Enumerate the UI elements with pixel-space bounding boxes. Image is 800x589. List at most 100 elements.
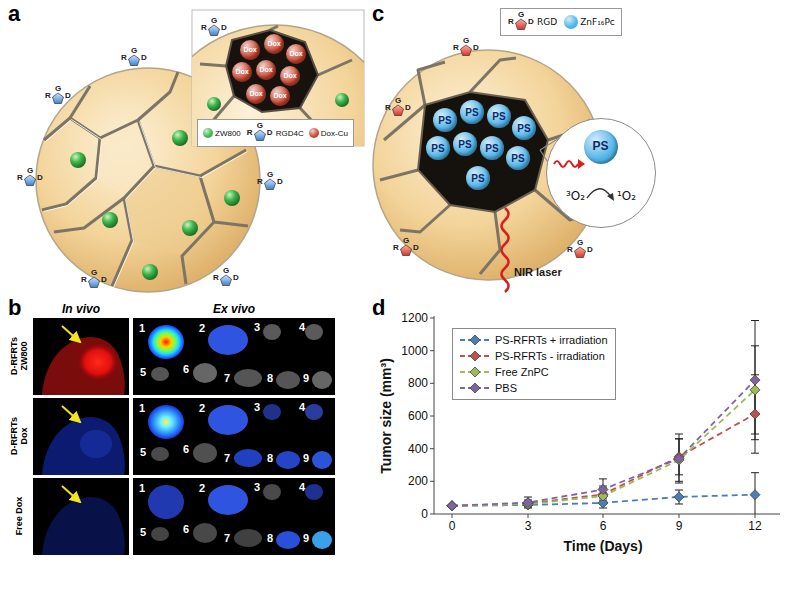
sphere-label: Dox (289, 50, 302, 58)
legend-line-sample-part (470, 335, 480, 345)
rgd-motif: RGD (246, 121, 274, 145)
motif-letter: R (121, 53, 127, 62)
rgd-motif: RGD (256, 170, 284, 194)
tick-label: 800 (408, 376, 428, 390)
tick-label: 1200 (401, 311, 428, 325)
nanocage-a-part (102, 212, 118, 228)
legend-item: PS-RFRTs - irradiation (460, 348, 608, 364)
dox-sphere: Dox (280, 66, 300, 86)
motif-letter: D (233, 273, 239, 282)
imaging-panel-part-part (305, 404, 323, 420)
organ-number: 9 (303, 532, 309, 544)
motif-letter: R (17, 173, 23, 182)
imaging-panel-part-part (76, 342, 120, 382)
imaging-panel-part-part (234, 449, 262, 467)
sphere-label: PS (517, 123, 530, 134)
rgd-motif: RGD (452, 36, 480, 60)
organ-number: 3 (254, 401, 260, 413)
legend-line-sample-part (470, 383, 480, 393)
nanocage-a-part-part (70, 86, 90, 118)
imaging-panel-part-part (133, 398, 335, 475)
pentagon (265, 179, 276, 190)
line-chart-part (452, 390, 755, 506)
imaging-panel-part-part (193, 363, 217, 383)
motif-letter: D (267, 128, 273, 137)
pentagon (89, 277, 100, 288)
line-chart-part-part (750, 409, 760, 419)
organ-number: 4 (299, 401, 305, 413)
legend-item: ZnF₁₆Pc (564, 15, 615, 29)
organ-number: 5 (140, 446, 146, 458)
ps-sphere: PS (460, 100, 484, 124)
imaging-panel-part-part (276, 451, 300, 469)
pentagon (53, 93, 64, 104)
imaging-panel-part-part (133, 318, 335, 395)
line-chart-part (447, 409, 760, 511)
organ-number: 3 (254, 321, 260, 333)
row-label: Free Dox (15, 491, 25, 541)
nanocage-a-part (172, 130, 188, 146)
molecule-label: ¹O₂ (617, 189, 636, 203)
dox-sphere: Dox (246, 84, 266, 104)
legend-item: Free ZnPC (460, 364, 608, 380)
imaging-panel-part (33, 478, 335, 555)
imaging-panel-part-part (234, 529, 262, 547)
key-box: RGDRGDZnF₁₆Pc (500, 8, 622, 36)
imaging-panel-part-part (208, 405, 248, 435)
line-chart-part (430, 316, 780, 518)
ps-sphere: PS (480, 136, 504, 160)
motif-letter: D (65, 91, 71, 100)
motif-letter: G (211, 16, 217, 25)
tick-label: 400 (408, 442, 428, 456)
legend-item: ZW800 (203, 128, 241, 138)
motif-letter: R (453, 43, 459, 52)
line-chart-part-part (434, 316, 435, 514)
sphere-label: PS (458, 139, 471, 150)
organ-number: 2 (199, 482, 205, 494)
motif-letter: R (201, 23, 207, 32)
legend-item: PBS (460, 380, 608, 396)
organ-number: 3 (254, 481, 260, 493)
legend-swatch (203, 128, 213, 138)
laser-label: NIR laser (514, 266, 562, 279)
sphere-label: PS (511, 153, 524, 164)
row-label: D-RFRTs ZW800 (10, 331, 30, 381)
sphere-label: Dox (267, 40, 280, 48)
motif-letter: D (37, 173, 43, 182)
ps-sphere: PS (466, 166, 490, 190)
organ-number: 7 (224, 372, 230, 384)
ps-sphere: PS (426, 136, 450, 160)
pentagon (393, 105, 404, 116)
legend-swatch (309, 128, 319, 138)
imaging-panel-part-part (193, 523, 217, 543)
imaging-panel-part-part (42, 417, 125, 475)
imaging-panel-part-part (80, 430, 112, 458)
tick-label: 6 (600, 519, 607, 533)
organ-number: 2 (199, 402, 205, 414)
pentagon (401, 245, 412, 256)
organ-number: 8 (267, 372, 273, 384)
line-chart-part-part (447, 501, 457, 511)
sphere-label: Dox (283, 72, 296, 80)
imaging-panel-part-part (305, 484, 323, 500)
organ-number: 6 (183, 363, 189, 375)
nanocage-a-part (224, 190, 240, 206)
imaging-panel-part-part (312, 371, 332, 389)
nanocage-a-part (182, 220, 198, 236)
dox-sphere: Dox (264, 34, 284, 54)
organ-number: 5 (140, 366, 146, 378)
line-chart-part-part (750, 375, 760, 385)
motif-letter: D (277, 177, 283, 186)
organ-number: 7 (224, 532, 230, 544)
organ-number: 9 (303, 452, 309, 464)
dox-sphere: Dox (240, 40, 260, 60)
line-chart-part-part (447, 501, 457, 511)
organ-number: 5 (140, 526, 146, 538)
imaging-panel (33, 318, 335, 555)
line-chart-part-part (598, 485, 608, 495)
sphere-label: PS (592, 140, 608, 153)
imaging-panel-part-part (33, 318, 129, 395)
imaging-panel-part-part (312, 451, 332, 469)
line-chart-part (447, 385, 760, 511)
dox-sphere: Dox (286, 44, 306, 64)
